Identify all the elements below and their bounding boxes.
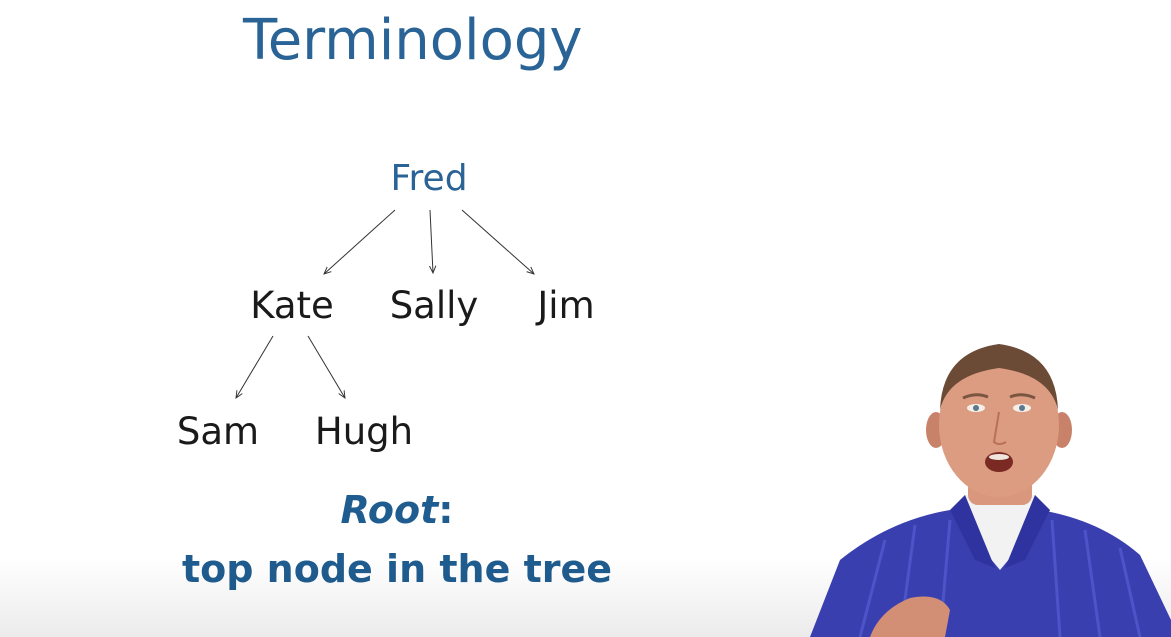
definition-term-word: Root <box>340 488 439 532</box>
node-hugh: Hugh <box>314 410 414 453</box>
node-jim: Jim <box>537 284 595 327</box>
definition-term: Root: <box>341 488 454 532</box>
definition-text: top node in the tree <box>182 547 612 591</box>
edge-kate-hugh <box>307 335 345 398</box>
node-fred: Fred <box>390 158 468 199</box>
edge-fred-jim <box>461 209 534 274</box>
node-sally: Sally <box>389 284 479 327</box>
edge-kate-sam <box>236 335 274 398</box>
edge-fred-sally <box>430 209 433 273</box>
node-sam: Sam <box>176 410 260 453</box>
node-kate: Kate <box>250 284 334 327</box>
slide-title: Terminology <box>243 8 583 73</box>
presenter-image <box>810 344 1171 637</box>
definition-colon: : <box>438 488 454 532</box>
edge-fred-kate <box>324 209 396 274</box>
